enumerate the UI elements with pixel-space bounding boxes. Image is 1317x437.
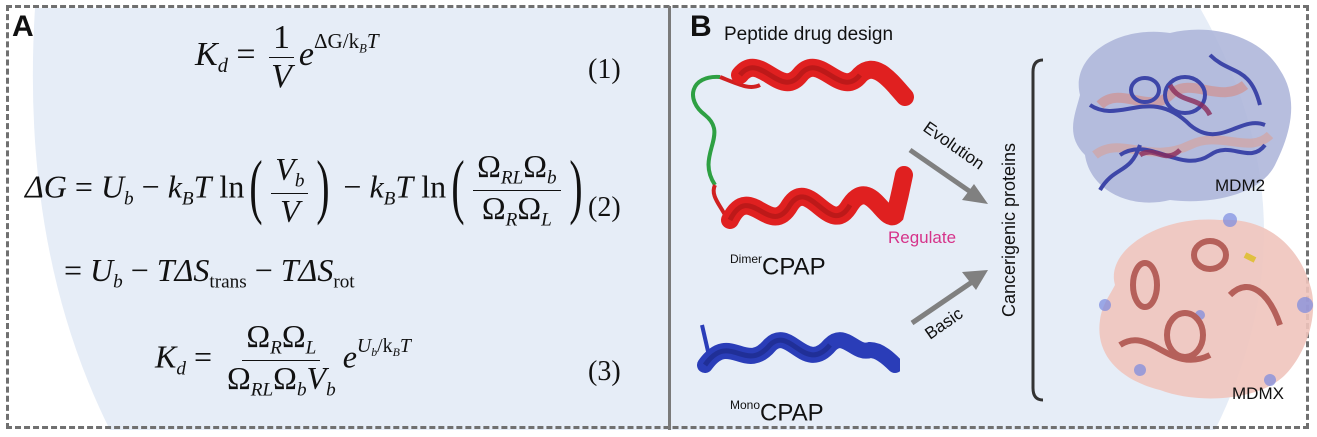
equation-2-line-2: = Ub − TΔStrans − TΔSrot [64,252,355,293]
equation-2-number: (2) [588,192,621,223]
mdm2-structure [1073,29,1292,203]
panel-a-label: A [12,10,34,43]
mdm2-label: MDM2 [1215,176,1266,195]
linker-loop [691,74,721,187]
cancerigenic-proteins-label: Cancerigenic proteins [999,143,1019,317]
dimer-helix-bottom [721,166,913,229]
dimer-cpap-label: DimerCPAP [730,252,826,281]
mdmx-label: MDMX [1232,384,1284,403]
mono-cpap-structure [697,324,900,373]
panel-b-label: B [690,10,712,43]
regulate-label: Regulate [888,228,957,247]
dimer-helix-top [731,58,914,106]
dashed-frame [6,5,1309,429]
arrows: Evolution Basic [908,118,988,340]
panel-divider [668,6,671,430]
equation-1-number: (1) [588,54,621,85]
equation-3-number: (3) [588,356,621,387]
dimer-cpap-structure [691,58,914,229]
panel-b-title: Peptide drug design [724,24,894,45]
mdmx-structure [1099,213,1314,399]
bracket: Cancerigenic proteins [999,58,1044,402]
basic-arrow [910,270,988,326]
evolution-arrow [908,147,988,204]
mono-cpap-label: MonoCPAP [730,398,824,427]
